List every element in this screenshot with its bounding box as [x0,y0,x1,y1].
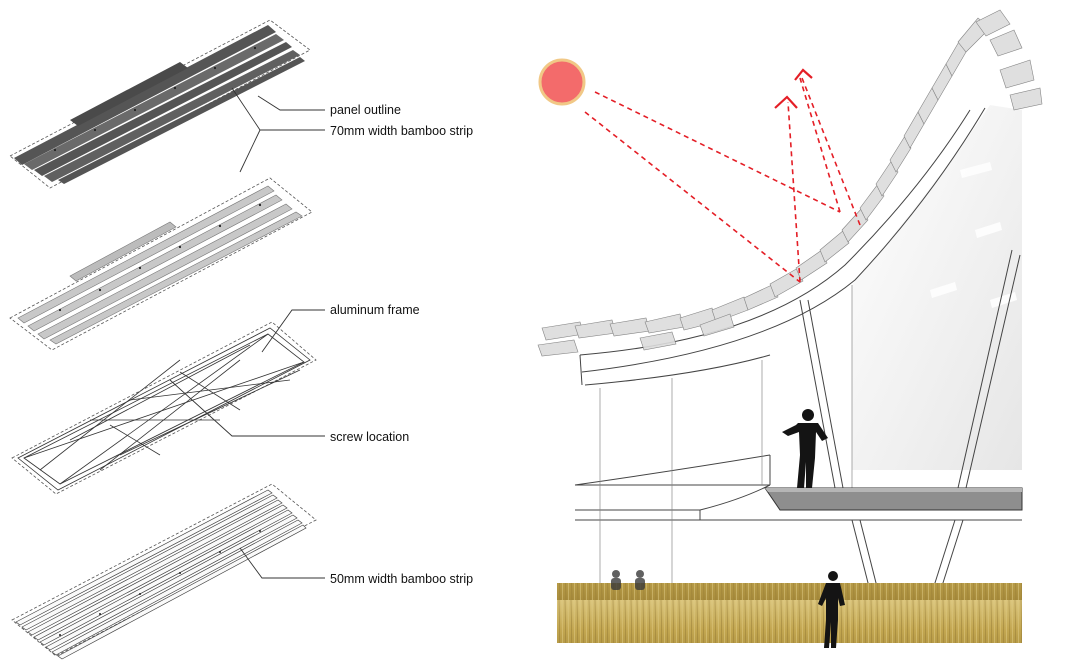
glass-wall [852,105,1022,470]
person-silhouette-upper [782,409,828,488]
layer-light-strips [9,177,313,351]
distant-people [611,570,645,590]
leader-lines [169,87,325,579]
building-section [537,9,1043,648]
exploded-panel-layers: panel outline 70mm width bamboo strip al… [9,19,473,660]
person-silhouette-ground [818,571,845,648]
screw-location-label: screw location [330,430,409,444]
grass-field [557,583,1022,643]
sun-rays [584,68,861,283]
panel-outline-label: panel outline [330,103,401,117]
layer-50mm-strips [11,483,317,660]
layer-70mm-dark-strips [9,19,311,189]
sun-icon [538,58,586,106]
bamboo-50mm-label: 50mm width bamboo strip [330,572,473,586]
bamboo-70mm-label: 70mm width bamboo strip [330,124,473,138]
layer-aluminum-frame [11,321,317,495]
roof-panels [537,9,1043,357]
aluminum-frame-label: aluminum frame [330,303,420,317]
floor-structure [574,249,1022,585]
